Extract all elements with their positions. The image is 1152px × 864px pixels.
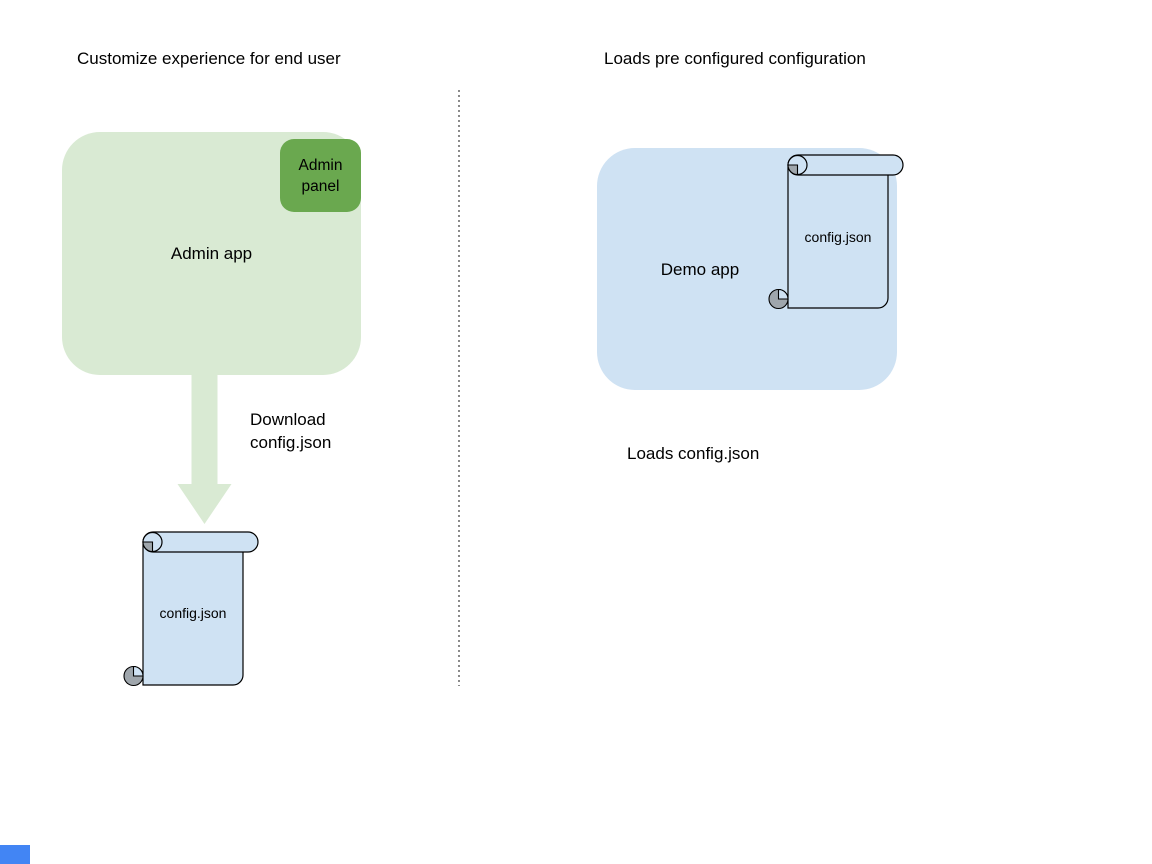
download-caption-line1: Download bbox=[250, 410, 326, 429]
config-file-scroll-icon bbox=[123, 531, 259, 687]
admin-panel-box: Admin panel bbox=[280, 139, 361, 212]
demo-config-file-label: config.json bbox=[804, 229, 872, 245]
admin-app-label: Admin app bbox=[170, 243, 253, 263]
demo-config-file-scroll-icon bbox=[768, 154, 904, 310]
demo-app-label: Demo app bbox=[660, 260, 740, 279]
config-file-label: config.json bbox=[159, 605, 227, 621]
loads-caption: Loads config.json bbox=[627, 444, 760, 463]
right-section-title: Loads pre configured configuration bbox=[604, 49, 866, 68]
admin-panel-label: Admin panel bbox=[298, 156, 343, 195]
partial-blue-shape-fragment bbox=[0, 845, 30, 864]
left-section-title: Customize experience for end user bbox=[77, 49, 341, 68]
download-arrow-icon bbox=[177, 374, 232, 524]
download-caption-line2: config.json bbox=[250, 432, 332, 452]
download-caption: Download config.json bbox=[250, 409, 331, 454]
section-divider bbox=[458, 90, 460, 686]
